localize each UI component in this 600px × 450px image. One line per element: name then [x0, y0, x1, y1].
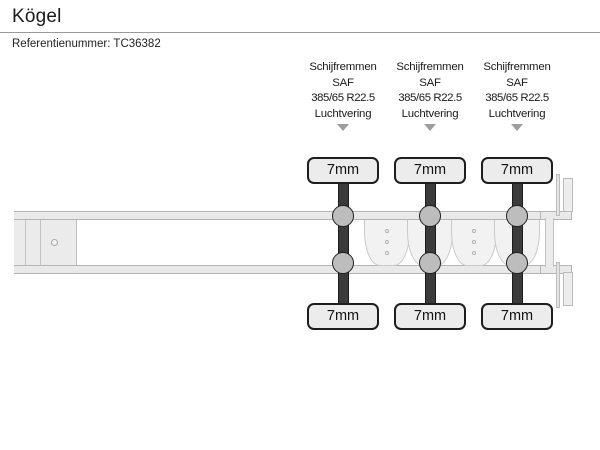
hanger-hole-icon [472, 240, 476, 244]
rear-post-upper [556, 174, 560, 216]
wheel-hub-top-3 [506, 205, 528, 227]
axle-1-tyre-size: 385/65 R22.5 [311, 92, 375, 105]
rear-column [545, 218, 554, 267]
suspension-hanger-3 [451, 220, 497, 266]
axle-1-suspension: Luchtvering [314, 107, 372, 120]
axle-3-brake-type: Schijfremmen [483, 61, 551, 73]
chassis-rail-top [14, 211, 544, 220]
suspension-hanger-1 [364, 220, 410, 266]
tread-depth-badge-top-2: 7mm [394, 157, 466, 184]
wheel-hub-bottom-3 [506, 252, 528, 274]
chassis-rail-bottom [14, 265, 544, 274]
header-divider [0, 32, 600, 33]
axle-1-brake-type: Schijfremmen [309, 61, 377, 73]
wheel-hub-top-1 [332, 205, 354, 227]
axle-bar-2 [425, 172, 436, 320]
page-title: Kögel [12, 6, 62, 27]
axle-annotation-2: Schijfremmen SAF 385/65 R22.5 Luchtverin… [384, 60, 476, 132]
axle-3-suspension: Luchtvering [488, 107, 546, 120]
axle-3-brand: SAF [506, 76, 528, 89]
hanger-hole-icon [385, 251, 389, 255]
wheel-hub-top-2 [419, 205, 441, 227]
axle-annotation-3: Schijfremmen SAF 385/65 R22.5 Luchtverin… [471, 60, 563, 132]
tread-depth-badge-top-1: 7mm [307, 157, 379, 184]
wheel-hub-bottom-2 [419, 252, 441, 274]
tread-depth-badge-bottom-2: 7mm [394, 303, 466, 330]
hanger-hole-icon [385, 229, 389, 233]
tread-depth-badge-top-3: 7mm [481, 157, 553, 184]
wheel-hub-bottom-1 [332, 252, 354, 274]
axle-2-tyre-size: 385/65 R22.5 [398, 92, 462, 105]
tread-depth-badge-bottom-3: 7mm [481, 303, 553, 330]
axle-annotation-1: Schijfremmen SAF 385/65 R22.5 Luchtverin… [297, 60, 389, 132]
kingpin-hole-icon [51, 239, 58, 246]
rear-post-lower [556, 262, 560, 308]
hanger-hole-icon [385, 240, 389, 244]
axle-1-brand: SAF [332, 76, 354, 89]
header: Kögel Referentienummer: TC36382 [0, 0, 600, 52]
axle-3-tyre-size: 385/65 R22.5 [485, 92, 549, 105]
triangle-down-icon [337, 124, 349, 132]
hanger-hole-icon [472, 229, 476, 233]
front-frame-divider-b [40, 220, 41, 265]
axle-bar-1 [338, 172, 349, 320]
reference-number: Referentienummer: TC36382 [12, 38, 161, 50]
front-frame-divider-a [25, 220, 26, 265]
axle-2-suspension: Luchtvering [401, 107, 459, 120]
kingpin-plate [14, 220, 77, 265]
triangle-down-icon [511, 124, 523, 132]
rear-plate-lower [563, 272, 573, 306]
hanger-hole-icon [472, 251, 476, 255]
axle-bar-3 [512, 172, 523, 320]
axle-2-brake-type: Schijfremmen [396, 61, 464, 73]
axle-2-brand: SAF [419, 76, 441, 89]
tread-depth-badge-bottom-1: 7mm [307, 303, 379, 330]
triangle-down-icon [424, 124, 436, 132]
rear-plate-upper [563, 178, 573, 212]
